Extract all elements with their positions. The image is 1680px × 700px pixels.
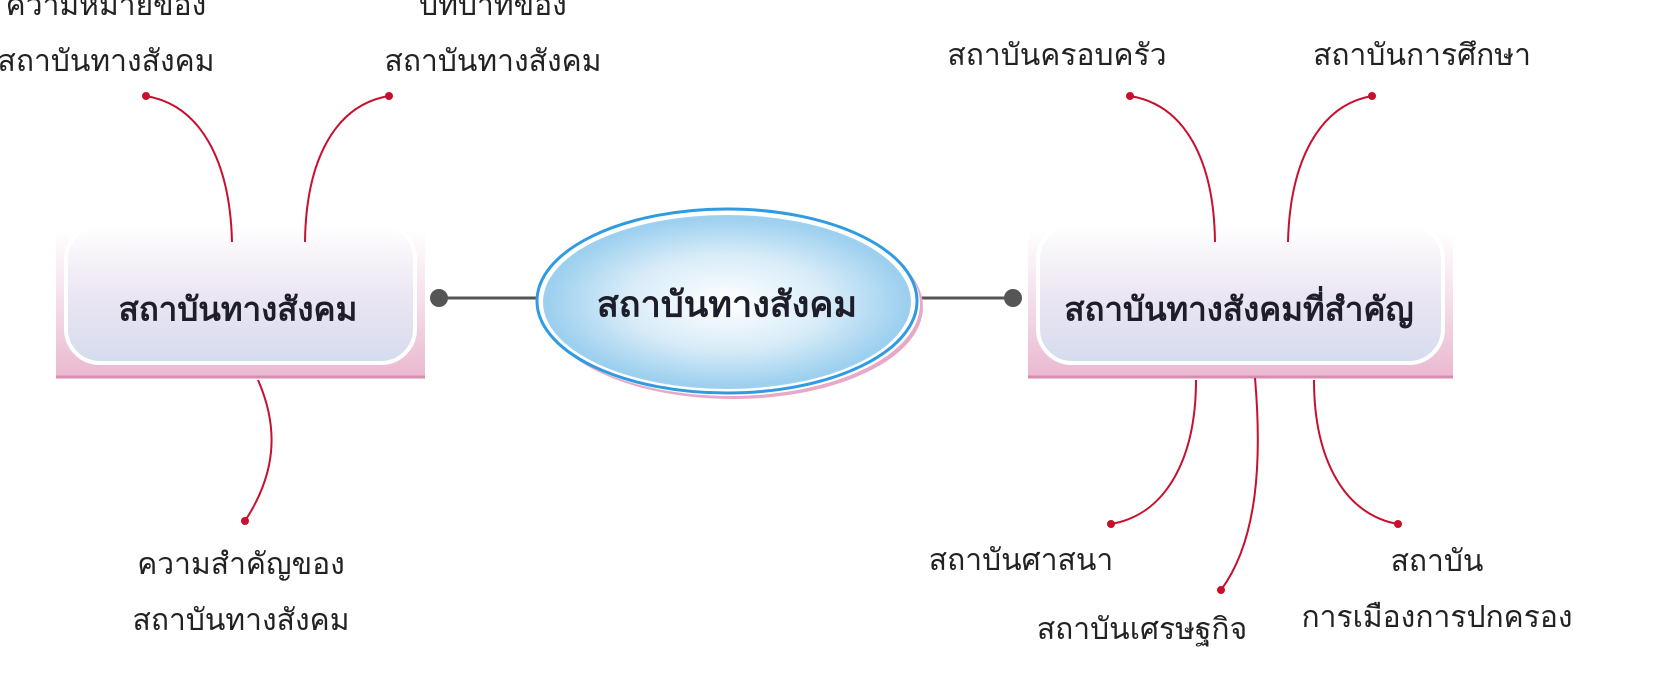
subtopic-line: สถาบันทางสังคม <box>0 44 215 79</box>
subtopic-importance[interactable]: ความสำคัญของ สถาบันทางสังคม <box>133 537 350 649</box>
subtopic-line: สถาบันทางสังคม <box>132 603 350 638</box>
subtopic-line: สถาบัน <box>1390 544 1484 579</box>
center-ellipse <box>535 207 923 399</box>
left-node-box <box>56 223 425 379</box>
right-node-box <box>1028 223 1453 379</box>
subtopic-line: การเมืองการปกครอง <box>1301 600 1573 635</box>
subtopic-line: ความหมายของ <box>5 0 207 23</box>
branch-connectors <box>145 95 1399 591</box>
branch-endpoints <box>142 92 1402 594</box>
subtopic-politics[interactable]: สถาบัน การเมืองการปกครอง <box>1302 534 1573 646</box>
center-topic[interactable]: สถาบันทางสังคม <box>596 284 858 326</box>
left-node-title[interactable]: สถาบันทางสังคม <box>118 289 358 329</box>
subtopic-economy[interactable]: สถาบันเศรษฐกิจ <box>1036 612 1248 647</box>
subtopic-line: บทบาทของ <box>419 0 567 23</box>
subtopic-meaning[interactable]: ความหมายของ สถาบันทางสังคม <box>0 0 214 90</box>
subtopic-religion[interactable]: สถาบันศาสนา <box>928 543 1114 578</box>
subtopic-role[interactable]: บทบาทของ สถาบันทางสังคม <box>385 0 602 90</box>
subtopic-line: ความสำคัญของ <box>137 547 345 582</box>
hub-connectors <box>430 289 1022 307</box>
subtopic-education[interactable]: สถาบันการศึกษา <box>1313 38 1531 73</box>
subtopic-family[interactable]: สถาบันครอบครัว <box>947 38 1167 73</box>
right-node-title[interactable]: สถาบันทางสังคมที่สำคัญ <box>1064 289 1414 329</box>
subtopic-line: สถาบันทางสังคม <box>384 44 602 79</box>
